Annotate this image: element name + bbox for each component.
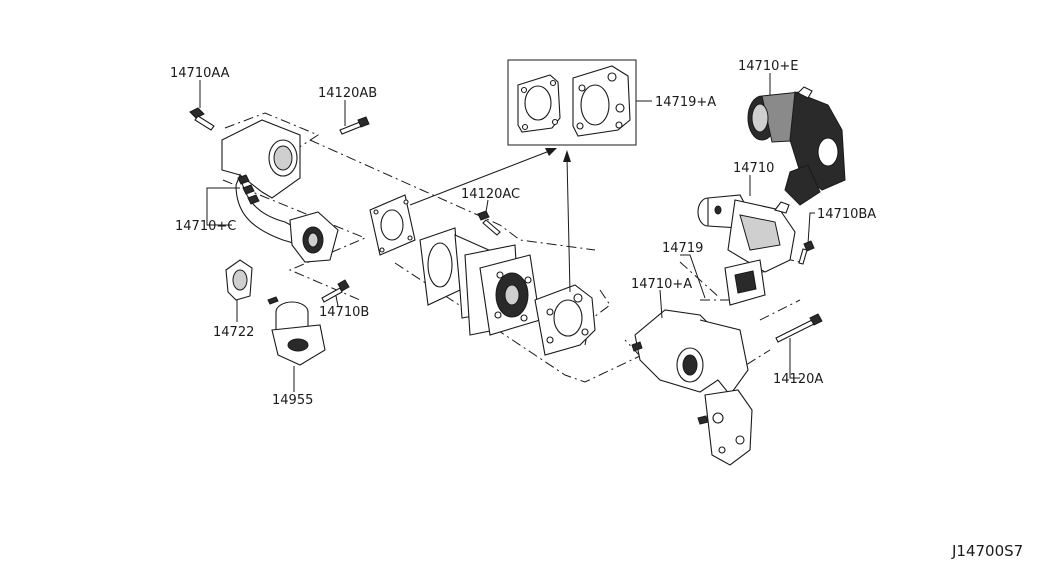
gasket-14722: [225, 259, 253, 301]
sensor-14955: [267, 296, 326, 366]
label-14719A: 14719+A: [655, 95, 716, 110]
bolt-14120AB: [339, 116, 370, 135]
label-14710C: 14710+C: [175, 219, 236, 234]
egr-housing-14710A: [631, 309, 753, 466]
label-14955: 14955: [272, 393, 313, 408]
part-labels: 14710AA 14120AB 14710+C 14722 14710B 149…: [170, 59, 1023, 560]
egr-valve-14710E: [747, 86, 846, 206]
gasket-right-14719: [724, 259, 766, 306]
label-14120AB: 14120AB: [318, 86, 377, 101]
diagram-code: J14700S7: [951, 542, 1023, 560]
label-14710AA: 14710AA: [170, 66, 230, 81]
label-14719: 14719: [662, 241, 703, 256]
bolt-14710AA: [189, 107, 215, 131]
label-14710E: 14710+E: [738, 59, 798, 74]
reference-arrows: [409, 148, 571, 293]
label-14710BA: 14710BA: [817, 207, 876, 222]
label-14120AC: 14120AC: [461, 187, 520, 202]
egr-cooler: [419, 227, 541, 336]
label-14710B: 14710B: [319, 305, 369, 320]
leader-lines: [199, 73, 815, 392]
egr-pipe-14710C: [221, 119, 339, 263]
label-14710: 14710: [733, 161, 774, 176]
bolt-14120A: [775, 313, 823, 343]
gasket-center-left: [369, 194, 416, 256]
bolt-14710BA: [798, 240, 815, 265]
gasket-kit-inset: [507, 59, 637, 146]
bolt-14710B: [321, 279, 350, 303]
bolt-14120AC: [477, 210, 501, 236]
label-14722: 14722: [213, 325, 254, 340]
egr-valve-14710: [697, 194, 796, 273]
gasket-center-right: [534, 284, 596, 356]
label-14710A: 14710+A: [631, 277, 692, 292]
label-14120A: 14120A: [773, 372, 823, 387]
